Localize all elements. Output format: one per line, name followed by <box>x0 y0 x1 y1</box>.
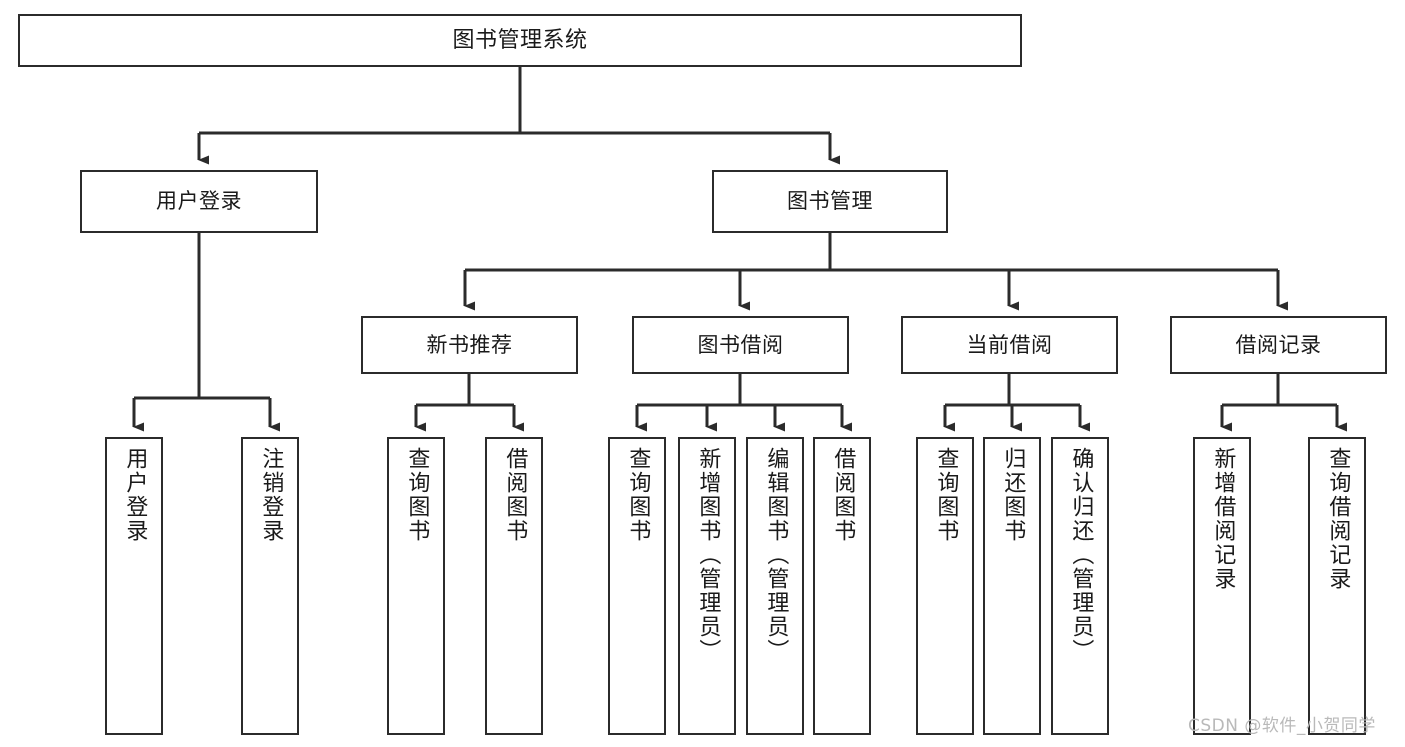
leaf-query-borrow-record[interactable]: 查询借阅记录 <box>1308 437 1366 735</box>
leaf-query-book-borrow[interactable]: 查询图书 <box>608 437 666 735</box>
leaf-logout[interactable]: 注销登录 <box>241 437 299 735</box>
node-label: 编辑图书（管理员） <box>763 447 789 663</box>
node-label: 查询图书 <box>625 447 651 543</box>
node-book-management[interactable]: 图书管理 <box>712 170 948 233</box>
node-label: 图书借阅 <box>697 332 784 357</box>
node-label: 新增借阅记录 <box>1210 447 1236 591</box>
node-label: 当前借阅 <box>966 332 1053 357</box>
node-label: 注销登录 <box>258 447 284 543</box>
node-label: 查询图书 <box>404 447 430 543</box>
leaf-borrow-book-recommend[interactable]: 借阅图书 <box>485 437 543 735</box>
node-label: 新增图书（管理员） <box>695 447 721 663</box>
node-new-book-recommend[interactable]: 新书推荐 <box>361 316 578 374</box>
node-label: 借阅图书 <box>830 447 856 543</box>
leaf-return-book[interactable]: 归还图书 <box>983 437 1041 735</box>
leaf-query-book-current[interactable]: 查询图书 <box>916 437 974 735</box>
node-current-borrow[interactable]: 当前借阅 <box>901 316 1118 374</box>
leaf-borrow-book[interactable]: 借阅图书 <box>813 437 871 735</box>
leaf-confirm-return-admin[interactable]: 确认归还（管理员） <box>1051 437 1109 735</box>
node-label: 查询图书 <box>933 447 959 543</box>
node-label: 确认归还（管理员） <box>1068 447 1094 663</box>
node-label: 查询借阅记录 <box>1325 447 1351 591</box>
node-label: 用户登录 <box>122 447 148 543</box>
node-label: 归还图书 <box>1000 447 1026 543</box>
node-label: 借阅图书 <box>502 447 528 543</box>
node-borrow-record[interactable]: 借阅记录 <box>1170 316 1387 374</box>
leaf-add-book-admin[interactable]: 新增图书（管理员） <box>678 437 736 735</box>
node-root-book-management-system[interactable]: 图书管理系统 <box>18 14 1022 67</box>
leaf-edit-book-admin[interactable]: 编辑图书（管理员） <box>746 437 804 735</box>
node-book-borrow[interactable]: 图书借阅 <box>632 316 849 374</box>
node-label: 图书管理系统 <box>452 27 588 53</box>
leaf-add-borrow-record[interactable]: 新增借阅记录 <box>1193 437 1251 735</box>
leaf-user-login[interactable]: 用户登录 <box>105 437 163 735</box>
node-label: 借阅记录 <box>1235 332 1322 357</box>
leaf-query-book-recommend[interactable]: 查询图书 <box>387 437 445 735</box>
node-label: 新书推荐 <box>426 332 513 357</box>
node-label: 用户登录 <box>156 189 242 214</box>
node-label: 图书管理 <box>787 189 873 214</box>
node-user-login[interactable]: 用户登录 <box>80 170 318 233</box>
